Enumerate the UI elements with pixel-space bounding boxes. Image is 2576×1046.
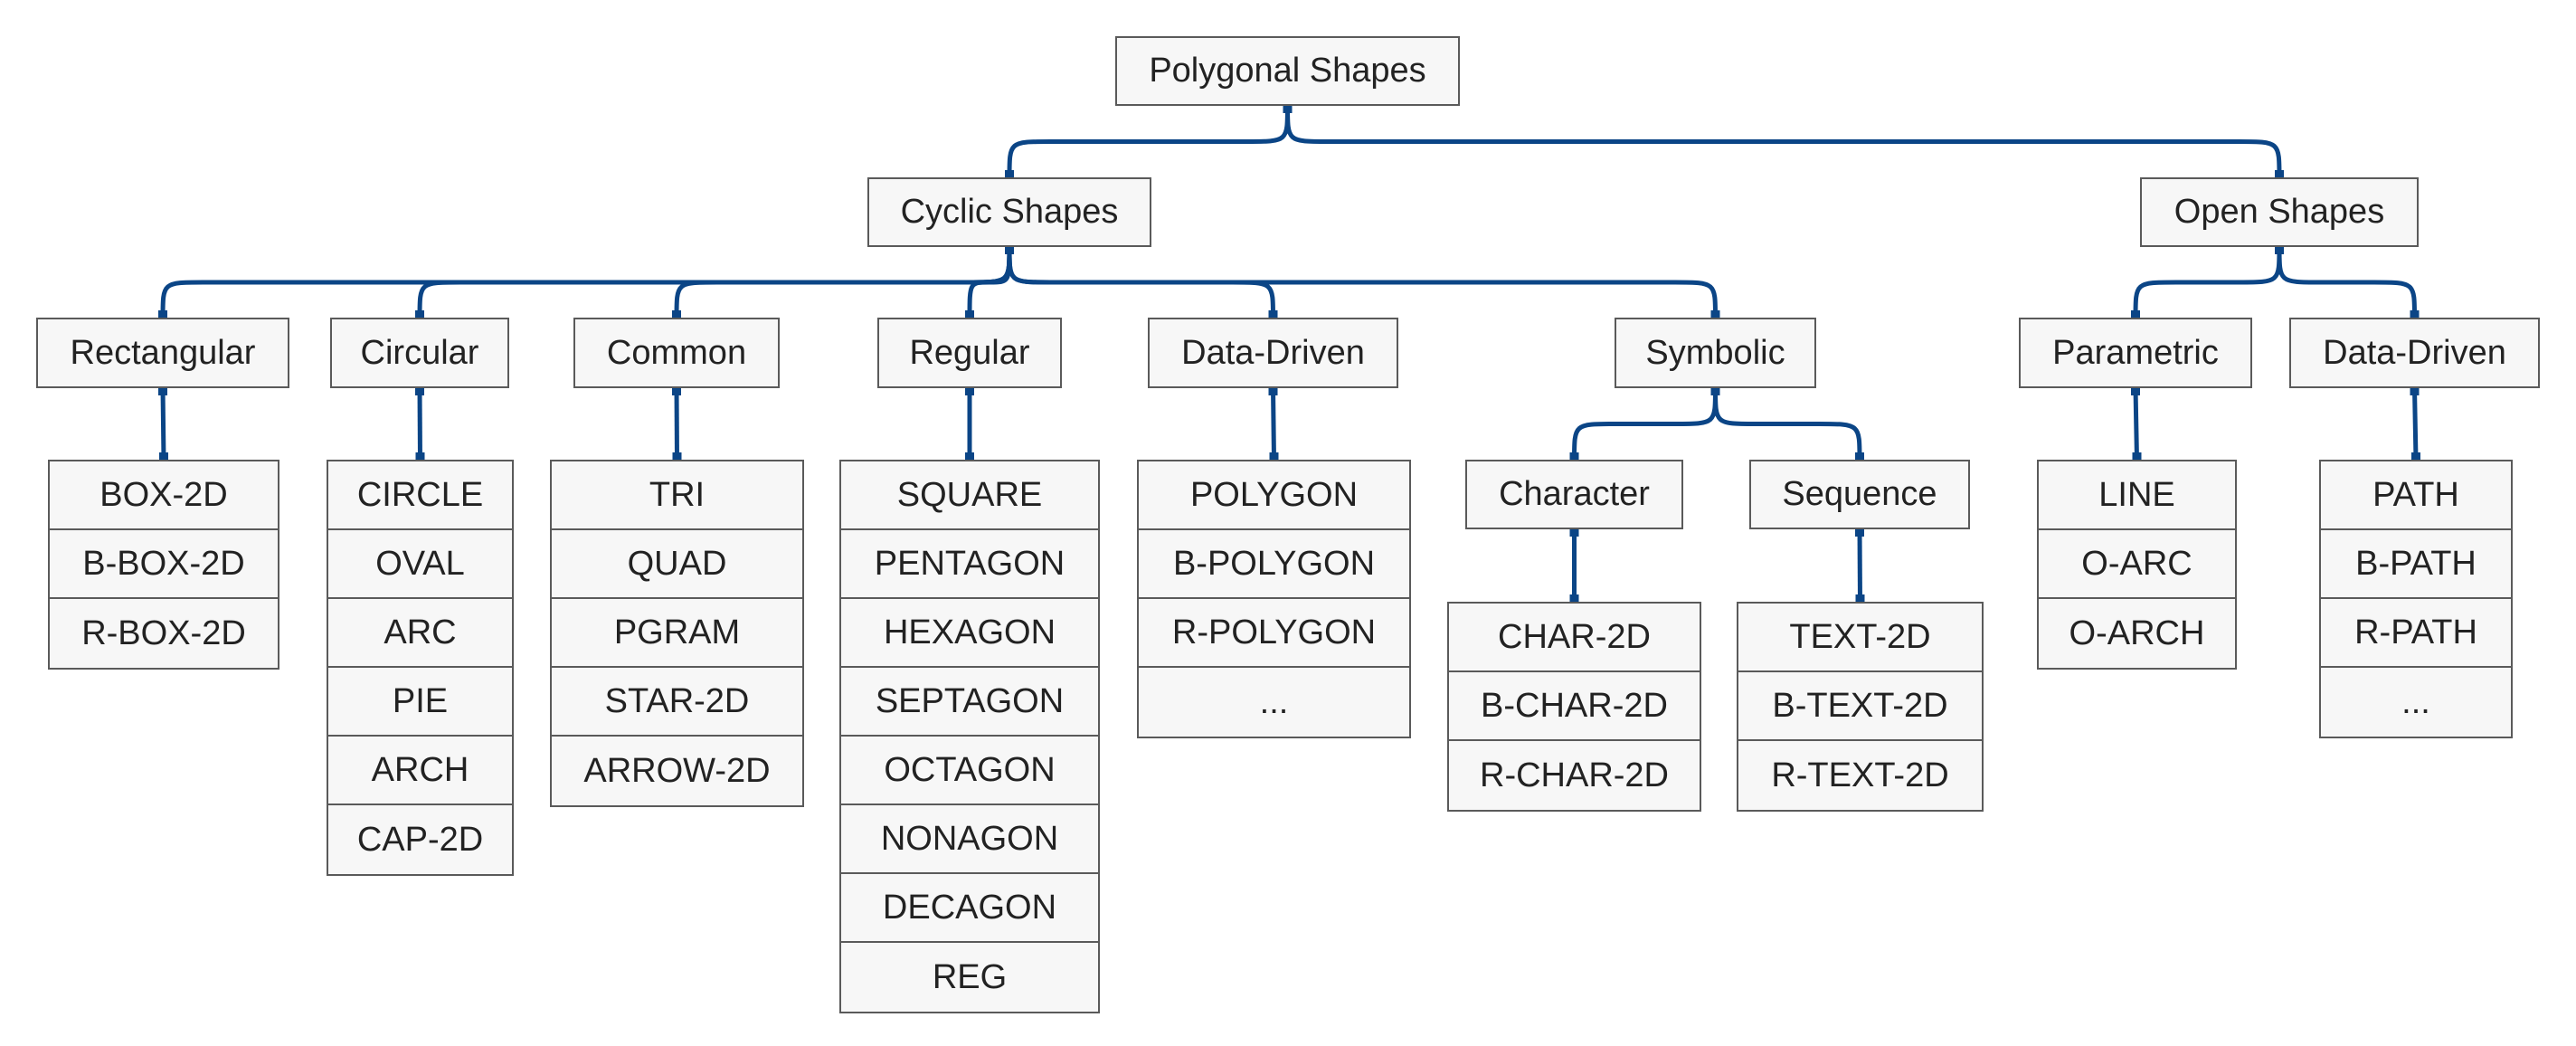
- list-item: HEXAGON: [841, 599, 1098, 668]
- node-circular: Circular: [330, 318, 509, 388]
- node-label: Parametric: [2052, 333, 2219, 372]
- list-item: PGRAM: [552, 599, 802, 668]
- list-item: QUAD: [552, 530, 802, 599]
- list-item: TEXT-2D: [1738, 604, 1982, 672]
- list-item: B-PATH: [2321, 530, 2511, 599]
- list-item: ARCH: [328, 737, 512, 805]
- list-item: REG: [932, 957, 1008, 996]
- connector-data_driven_open-to-list-data_driven_open: [2412, 387, 2419, 461]
- list-item: O-ARC: [2039, 530, 2235, 599]
- node-polygonal-shapes: Polygonal Shapes: [1115, 36, 1460, 106]
- list-item: BOX-2D: [50, 461, 278, 530]
- list-item: O-ARCH: [2069, 613, 2205, 652]
- node-label: Symbolic: [1645, 333, 1785, 372]
- node-label: Rectangular: [70, 333, 256, 372]
- list-item: PIE: [328, 668, 512, 737]
- list-item: R-POLYGON: [1139, 599, 1409, 668]
- node-label: Circular: [360, 333, 479, 372]
- list-item: ...: [2401, 682, 2430, 721]
- node-data-driven-cyclic: Data-Driven: [1148, 318, 1398, 388]
- list-item: OCTAGON: [841, 737, 1098, 805]
- list-item: DECAGON: [841, 874, 1098, 943]
- connector-sequence-to-list-sequence: [1857, 528, 1862, 603]
- node-data-driven-open: Data-Driven: [2289, 318, 2540, 388]
- list-item: SEPTAGON: [841, 668, 1098, 737]
- node-label: Data-Driven: [1181, 333, 1365, 372]
- node-label: Common: [606, 333, 747, 372]
- connector-rectangular-to-list-rectangular: [160, 387, 166, 461]
- node-label: Cyclic Shapes: [900, 193, 1119, 231]
- list-item: B-BOX-2D: [50, 530, 278, 599]
- list-item: ARROW-2D: [583, 751, 771, 790]
- connector-circular-to-list-circular: [417, 387, 422, 461]
- connector-symbolic-to-character: [1572, 387, 1718, 461]
- connector-root-to-cyclic: [1007, 105, 1290, 178]
- list-item: SQUARE: [841, 461, 1098, 530]
- node-character: Character: [1465, 460, 1683, 529]
- connector-open-to-data_driven_open: [2277, 246, 2417, 319]
- node-label: Data-Driven: [2323, 333, 2506, 372]
- connector-symbolic-to-sequence: [1713, 387, 1862, 461]
- list-item: TRI: [552, 461, 802, 530]
- node-open-shapes: Open Shapes: [2140, 177, 2419, 247]
- connector-parametric-to-list-parametric: [2133, 387, 2139, 461]
- list-item: PENTAGON: [841, 530, 1098, 599]
- list-item: R-PATH: [2321, 599, 2511, 668]
- node-label: Polygonal Shapes: [1149, 52, 1426, 90]
- list-item: R-TEXT-2D: [1771, 756, 1949, 794]
- node-label: Regular: [909, 333, 1030, 372]
- list-item: NONAGON: [841, 805, 1098, 874]
- list-item: B-CHAR-2D: [1449, 672, 1700, 741]
- list-item: CAP-2D: [356, 820, 484, 859]
- node-common: Common: [573, 318, 780, 388]
- node-symbolic: Symbolic: [1615, 318, 1816, 388]
- connector-root-to-open: [1285, 105, 2282, 178]
- node-label: Character: [1499, 475, 1650, 513]
- connector-cyclic-to-data_driven_cyclic: [1007, 246, 1275, 319]
- list-item: CIRCLE: [328, 461, 512, 530]
- list-item: CHAR-2D: [1449, 604, 1700, 672]
- node-label: Sequence: [1782, 475, 1937, 513]
- list-item: B-TEXT-2D: [1738, 672, 1982, 741]
- connector-cyclic-to-common: [674, 246, 1012, 319]
- connector-cyclic-to-regular: [967, 246, 1012, 319]
- connector-cyclic-to-symbolic: [1007, 246, 1718, 319]
- list-item: R-BOX-2D: [81, 613, 246, 652]
- list-item: LINE: [2039, 461, 2235, 530]
- connector-cyclic-to-circular: [417, 246, 1012, 319]
- connector-cyclic-to-rectangular: [160, 246, 1012, 319]
- list-item: PATH: [2321, 461, 2511, 530]
- node-regular: Regular: [877, 318, 1062, 388]
- node-sequence: Sequence: [1749, 460, 1970, 529]
- node-rectangular: Rectangular: [36, 318, 289, 388]
- list-item: OVAL: [328, 530, 512, 599]
- connector-open-to-parametric: [2133, 246, 2282, 319]
- list-item: STAR-2D: [552, 668, 802, 737]
- list-item: B-POLYGON: [1139, 530, 1409, 599]
- list-item: ARC: [328, 599, 512, 668]
- node-cyclic-shapes: Cyclic Shapes: [867, 177, 1151, 247]
- list-item: POLYGON: [1139, 461, 1409, 530]
- node-parametric: Parametric: [2019, 318, 2252, 388]
- list-item: R-CHAR-2D: [1480, 756, 1669, 794]
- node-label: Open Shapes: [2174, 193, 2385, 231]
- list-item: ...: [1259, 682, 1289, 721]
